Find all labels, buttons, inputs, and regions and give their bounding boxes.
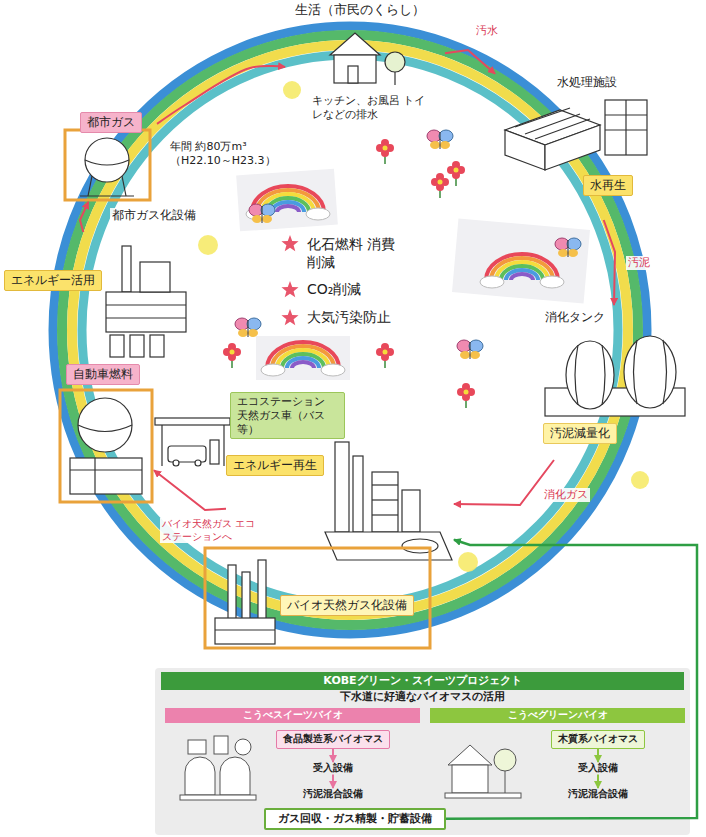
flow-arrow bbox=[154, 470, 226, 510]
node-text: 汚泥混合設備 bbox=[568, 788, 628, 801]
flow-label: 汚泥 bbox=[626, 256, 652, 270]
node-text: KOBEグリーン・スイーツプロジェクト bbox=[161, 672, 684, 690]
fuel-tank: 自動車燃料 bbox=[58, 362, 154, 504]
household-scene: 生活（市民のくらし） キッチン、お風呂 トイレなどの排水 bbox=[285, 2, 445, 127]
eco-station: エコステーション 天然ガス車（バス等） bbox=[148, 390, 350, 441]
node-subtext: キッチン、お風呂 トイレなどの排水 bbox=[310, 94, 430, 122]
node-text: こうべグリーンバイオ bbox=[430, 708, 685, 723]
node-text: 汚泥混合設備 bbox=[303, 788, 363, 801]
city-gas-plant: 都市ガス化設備エネルギー活用 bbox=[2, 232, 200, 360]
rainbow-cards bbox=[236, 169, 590, 380]
flow-arrow bbox=[80, 202, 88, 232]
node-subtext: 水再生 bbox=[583, 175, 633, 196]
node-text: エネルギー再生 bbox=[226, 455, 324, 476]
orange-frames bbox=[60, 130, 430, 648]
flow-label: 消化ガス bbox=[542, 488, 590, 502]
connectors bbox=[80, 50, 697, 819]
city-gas-tank: 都市ガス bbox=[62, 110, 157, 202]
benefit-text: 化石燃料 消費削減 bbox=[305, 236, 400, 271]
node-text: 都市ガス bbox=[80, 112, 142, 133]
flow-arrow bbox=[332, 749, 334, 763]
sweets-column: こうべスイーツバイオ食品製造系バイオマス受入設備汚泥混合設備 bbox=[165, 708, 422, 803]
facility-sketches bbox=[70, 33, 685, 644]
cycle-ring bbox=[53, 26, 647, 634]
node-text: こうべスイーツバイオ bbox=[165, 708, 420, 723]
node-subtext: エネルギー活用 bbox=[4, 270, 102, 291]
step-box: 汚泥混合設備 bbox=[566, 788, 630, 801]
node-text: 受入設備 bbox=[578, 762, 618, 775]
butterflies bbox=[235, 130, 581, 359]
step-box: 汚泥混合設備 bbox=[301, 788, 365, 801]
flow-arrow bbox=[157, 66, 285, 124]
node-text: 都市ガス化設備 bbox=[110, 208, 198, 223]
flow-arrow bbox=[445, 50, 495, 74]
step-box: 受入設備 bbox=[576, 762, 620, 775]
benefit-stars bbox=[281, 235, 298, 325]
node-text: 消化タンク bbox=[543, 310, 607, 325]
flow-label: 汚水 bbox=[474, 24, 500, 38]
flow-label: バイオ天然ガス エコステーションへ bbox=[160, 518, 264, 543]
flow-arrow bbox=[597, 775, 599, 789]
node-subtext: 下水道に好適なバイオマスの活用 bbox=[155, 690, 690, 704]
flow-arrow bbox=[454, 460, 554, 505]
green-column: こうべグリーンバイオ木質系バイオマス受入設備汚泥混合設備 bbox=[430, 708, 687, 803]
flow-arrow bbox=[604, 220, 615, 305]
step-box: 受入設備 bbox=[311, 762, 355, 775]
flow-arrow bbox=[597, 749, 599, 763]
project-panel: KOBEグリーン・スイーツプロジェクト下水道に好適なバイオマスの活用こうべスイー… bbox=[155, 668, 692, 835]
node-text: 木質系バイオマス bbox=[558, 733, 638, 746]
node-text: 食品製造系バイオマス bbox=[283, 733, 383, 746]
node-text: バイオ天然ガス化設備 bbox=[280, 595, 414, 616]
node-text: ガス回収・ガス精製・貯蓄設備 bbox=[278, 812, 432, 826]
benefit-text: 大気汚染防止 bbox=[305, 309, 393, 327]
project-panel-ground bbox=[155, 668, 690, 835]
bio-gas-facility: バイオ天然ガス化設備 bbox=[205, 548, 430, 648]
biomass-box: 木質系バイオマス bbox=[551, 730, 645, 749]
node-text: 生活（市民のくらし） bbox=[293, 2, 427, 18]
node-text: 水処理施設 bbox=[555, 75, 619, 90]
biomass-box: 食品製造系バイオマス bbox=[276, 730, 390, 749]
node-text: 自動車燃料 bbox=[66, 364, 140, 385]
energy-plant: エネルギー再生 bbox=[226, 440, 454, 565]
node-text: エコステーション 天然ガス車（バス等） bbox=[230, 392, 345, 439]
gas-facility-box: ガス回収・ガス精製・貯蓄設備 bbox=[264, 808, 446, 830]
flow-arrow bbox=[332, 775, 334, 789]
flowers bbox=[223, 139, 475, 408]
node-text: 受入設備 bbox=[313, 762, 353, 775]
node-subtext: 汚泥減量化 bbox=[543, 423, 617, 444]
benefit-text: CO₂削減 bbox=[305, 281, 363, 299]
digestion-tank: 消化タンク汚泥減量化 bbox=[525, 305, 700, 460]
water-treatment-facility: 水処理施設水再生 bbox=[495, 72, 660, 220]
annual-volume-note: 年間 約80万m³ （H22.10～H23.3） bbox=[168, 140, 280, 168]
